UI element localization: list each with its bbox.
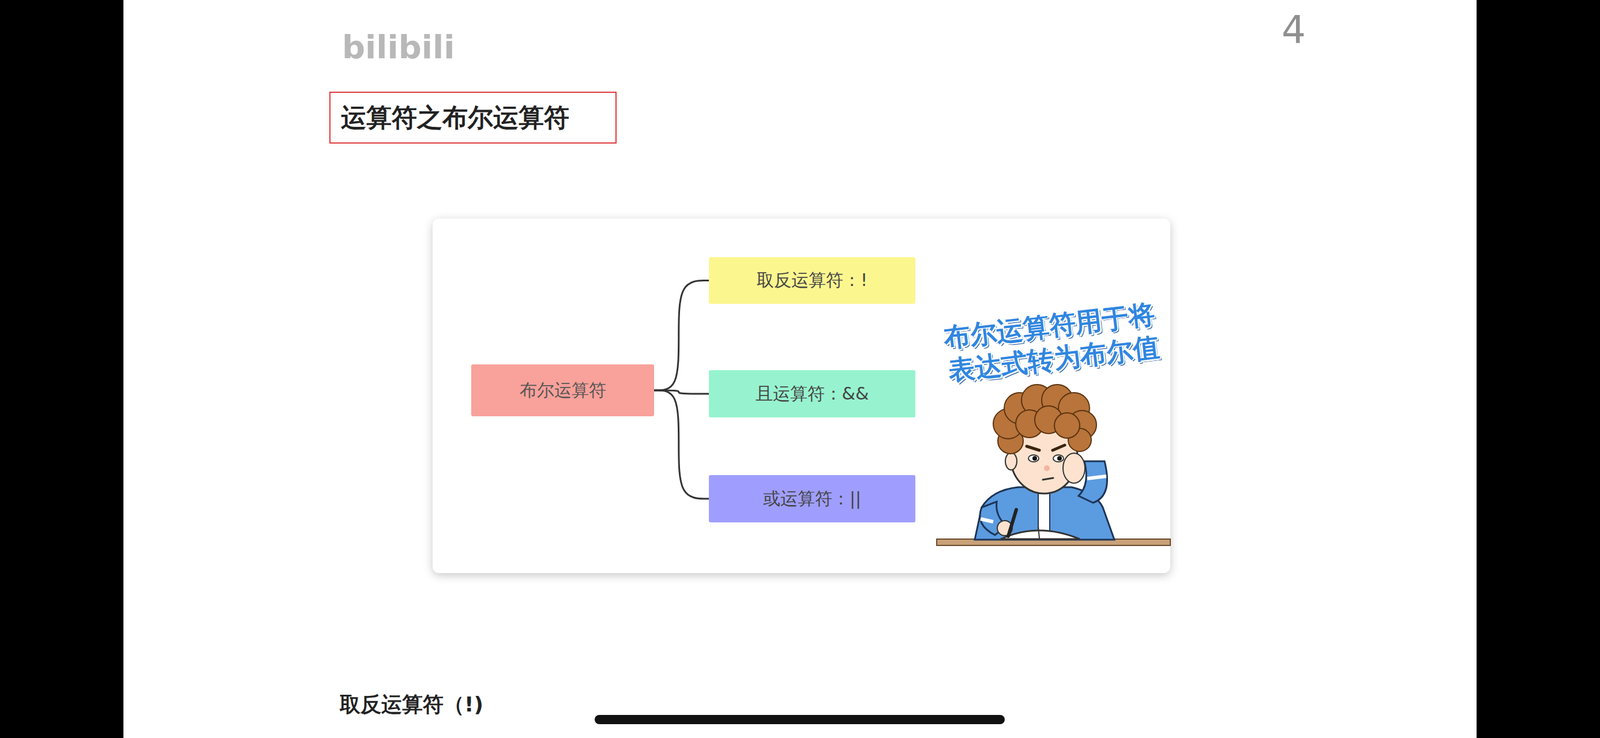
home-indicator bbox=[594, 715, 1005, 725]
boy-illustration-part bbox=[1028, 455, 1039, 463]
box-text: 或运算符：|| bbox=[763, 487, 862, 512]
operator-box: 或运算符：|| bbox=[708, 475, 916, 523]
section-heading: 取反运算符（!) bbox=[339, 692, 484, 717]
boy-illustration-part bbox=[993, 384, 1097, 454]
box-text: 且运算符：&& bbox=[755, 382, 870, 407]
boy-illustration-part bbox=[1005, 452, 1017, 471]
operator-box: 取反运算符：! bbox=[708, 257, 916, 304]
boy-illustration-part bbox=[1063, 453, 1085, 484]
boy-illustration-part bbox=[1032, 456, 1038, 461]
boy-illustration-part bbox=[1000, 530, 1080, 540]
slide-title: 运算符之布尔运算符 bbox=[329, 91, 617, 144]
boy-illustration-part bbox=[1043, 465, 1050, 472]
boy-illustration-part bbox=[1052, 445, 1065, 451]
operator-box: 且运算符：&& bbox=[708, 370, 916, 418]
page-number: 4 bbox=[1281, 6, 1306, 53]
diagram-card bbox=[432, 218, 1171, 574]
boy-illustration-part bbox=[1026, 446, 1040, 451]
boy-illustration-part bbox=[1008, 509, 1017, 537]
boy-illustration-part bbox=[1057, 456, 1062, 461]
watermark: bilibili bbox=[342, 27, 455, 67]
slide-background bbox=[123, 0, 1477, 738]
boy-illustration bbox=[936, 384, 1171, 546]
boy-illustration-part bbox=[1087, 476, 1107, 479]
brace-connector bbox=[654, 390, 709, 394]
boy-illustration-part bbox=[1038, 526, 1040, 539]
boy-illustration-part bbox=[980, 519, 994, 522]
box-text: 布尔运算符 bbox=[519, 378, 607, 403]
brace-connector bbox=[654, 390, 709, 499]
boy-illustration-part bbox=[1042, 478, 1054, 480]
boy-illustration-part bbox=[1053, 455, 1064, 463]
box-text: 取反运算符：! bbox=[756, 268, 868, 293]
brace-connector bbox=[654, 280, 709, 392]
root-box: 布尔运算符 bbox=[471, 364, 655, 417]
boy-illustration-part-part bbox=[1054, 412, 1080, 439]
